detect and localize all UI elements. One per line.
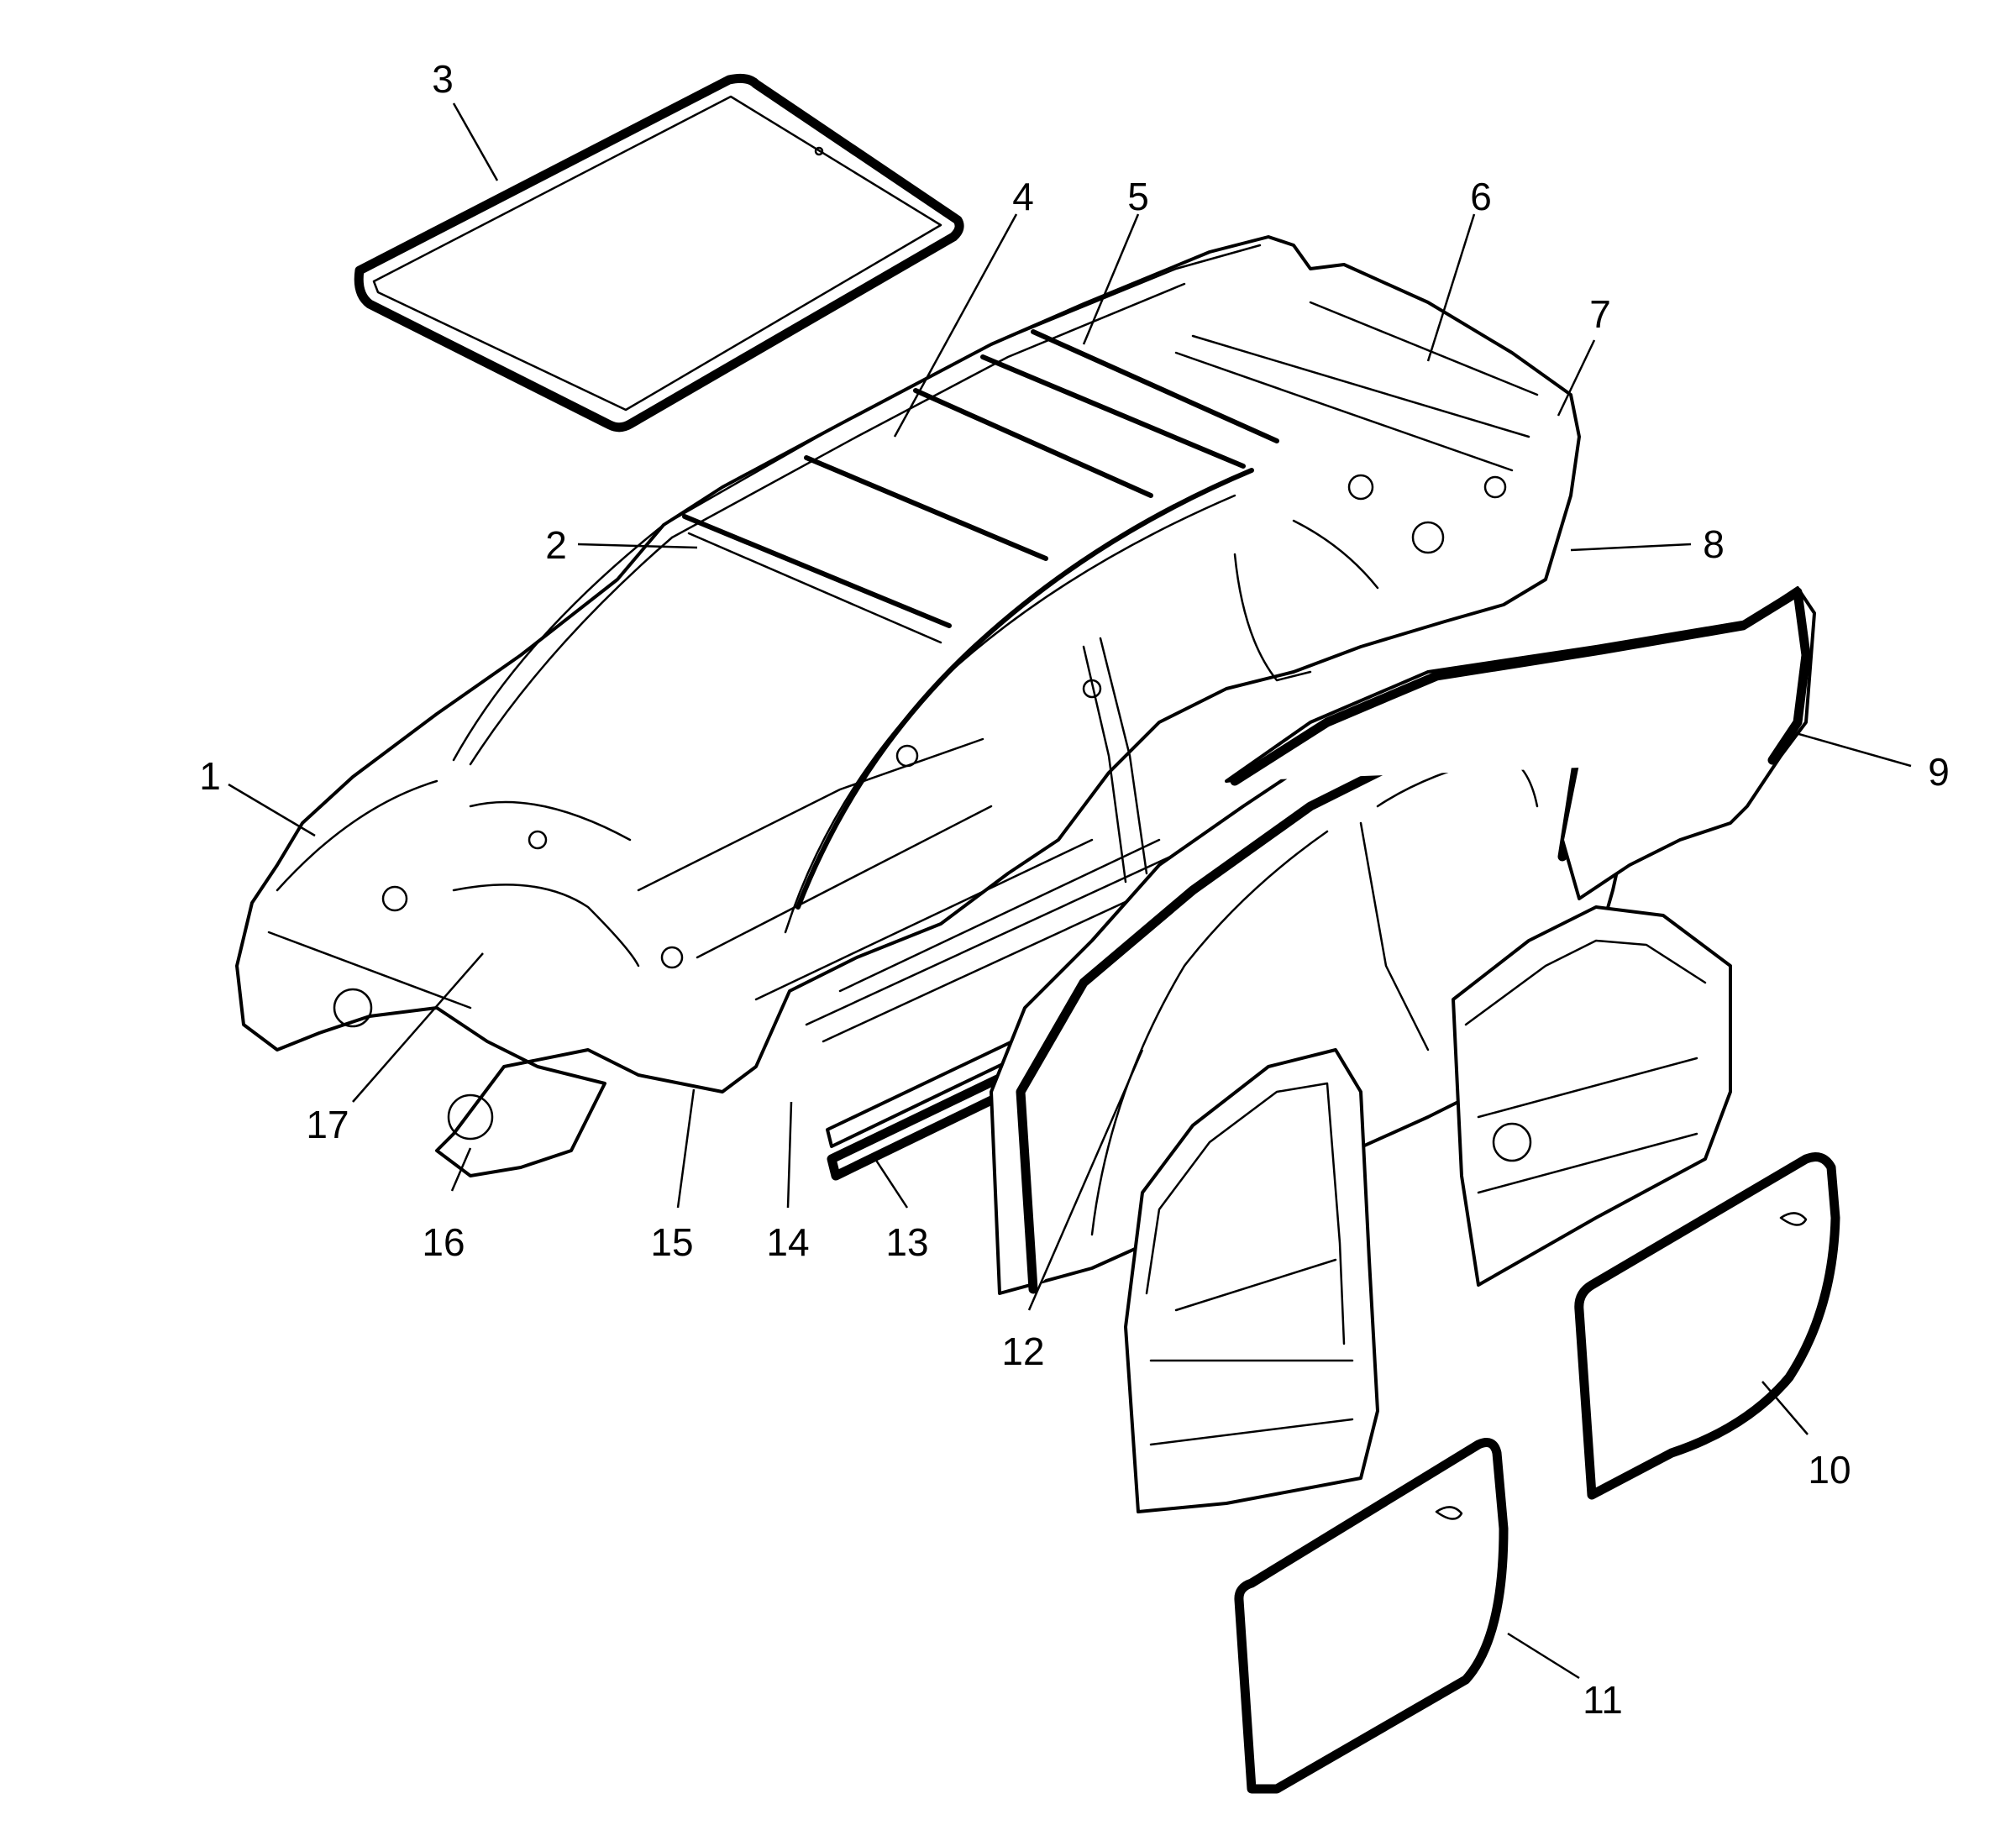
front-door-weatherstrip: [1234, 1438, 1509, 1794]
leader-3: [452, 102, 499, 181]
body-in-white: [235, 235, 1581, 1177]
leader-11: [1507, 1632, 1580, 1680]
leader-13: [874, 1158, 909, 1209]
callout-16: 16: [422, 1220, 465, 1264]
leader-14: [786, 1101, 793, 1209]
callout-10: 10: [1808, 1448, 1851, 1492]
callout-7: 7: [1589, 292, 1611, 336]
leader-15: [676, 1088, 696, 1209]
leader-16: [450, 1147, 472, 1192]
callout-14: 14: [766, 1220, 809, 1264]
leader-17: [352, 952, 484, 1103]
rear-door-weatherstrip: [1574, 1152, 1840, 1500]
callout-labels: 1 2 3 4 5 6 7 8 9 10 11 12 13 14 15 16 1…: [199, 57, 1950, 1722]
leader-1: [228, 783, 316, 837]
leader-6: [1426, 213, 1476, 362]
roof-panel: [354, 73, 964, 433]
callout-9: 9: [1928, 750, 1950, 794]
leader-10: [1761, 1381, 1809, 1435]
front-door-frame: [1124, 1048, 1379, 1513]
rear-door-frame: [1452, 905, 1732, 1287]
leader-4: [893, 213, 1018, 438]
callout-13: 13: [885, 1220, 928, 1264]
callout-11: 11: [1583, 1678, 1623, 1722]
leader-lines: [228, 102, 1912, 1680]
callout-2: 2: [545, 523, 567, 567]
leader-5: [1082, 213, 1140, 345]
callout-12: 12: [1001, 1329, 1044, 1373]
leader-12: [1027, 1049, 1144, 1311]
callout-15: 15: [650, 1220, 693, 1264]
callout-8: 8: [1703, 522, 1725, 566]
callout-6: 6: [1470, 175, 1492, 218]
callout-5: 5: [1127, 175, 1149, 218]
callout-4: 4: [1012, 175, 1034, 218]
callout-1: 1: [199, 754, 221, 798]
leader-9: [1795, 732, 1912, 768]
leader-7: [1557, 339, 1596, 417]
callout-17: 17: [306, 1103, 349, 1146]
leader-2: [577, 543, 698, 549]
quarter-panel: [1225, 586, 1816, 900]
callout-3: 3: [432, 57, 454, 101]
leader-8: [1570, 543, 1692, 552]
